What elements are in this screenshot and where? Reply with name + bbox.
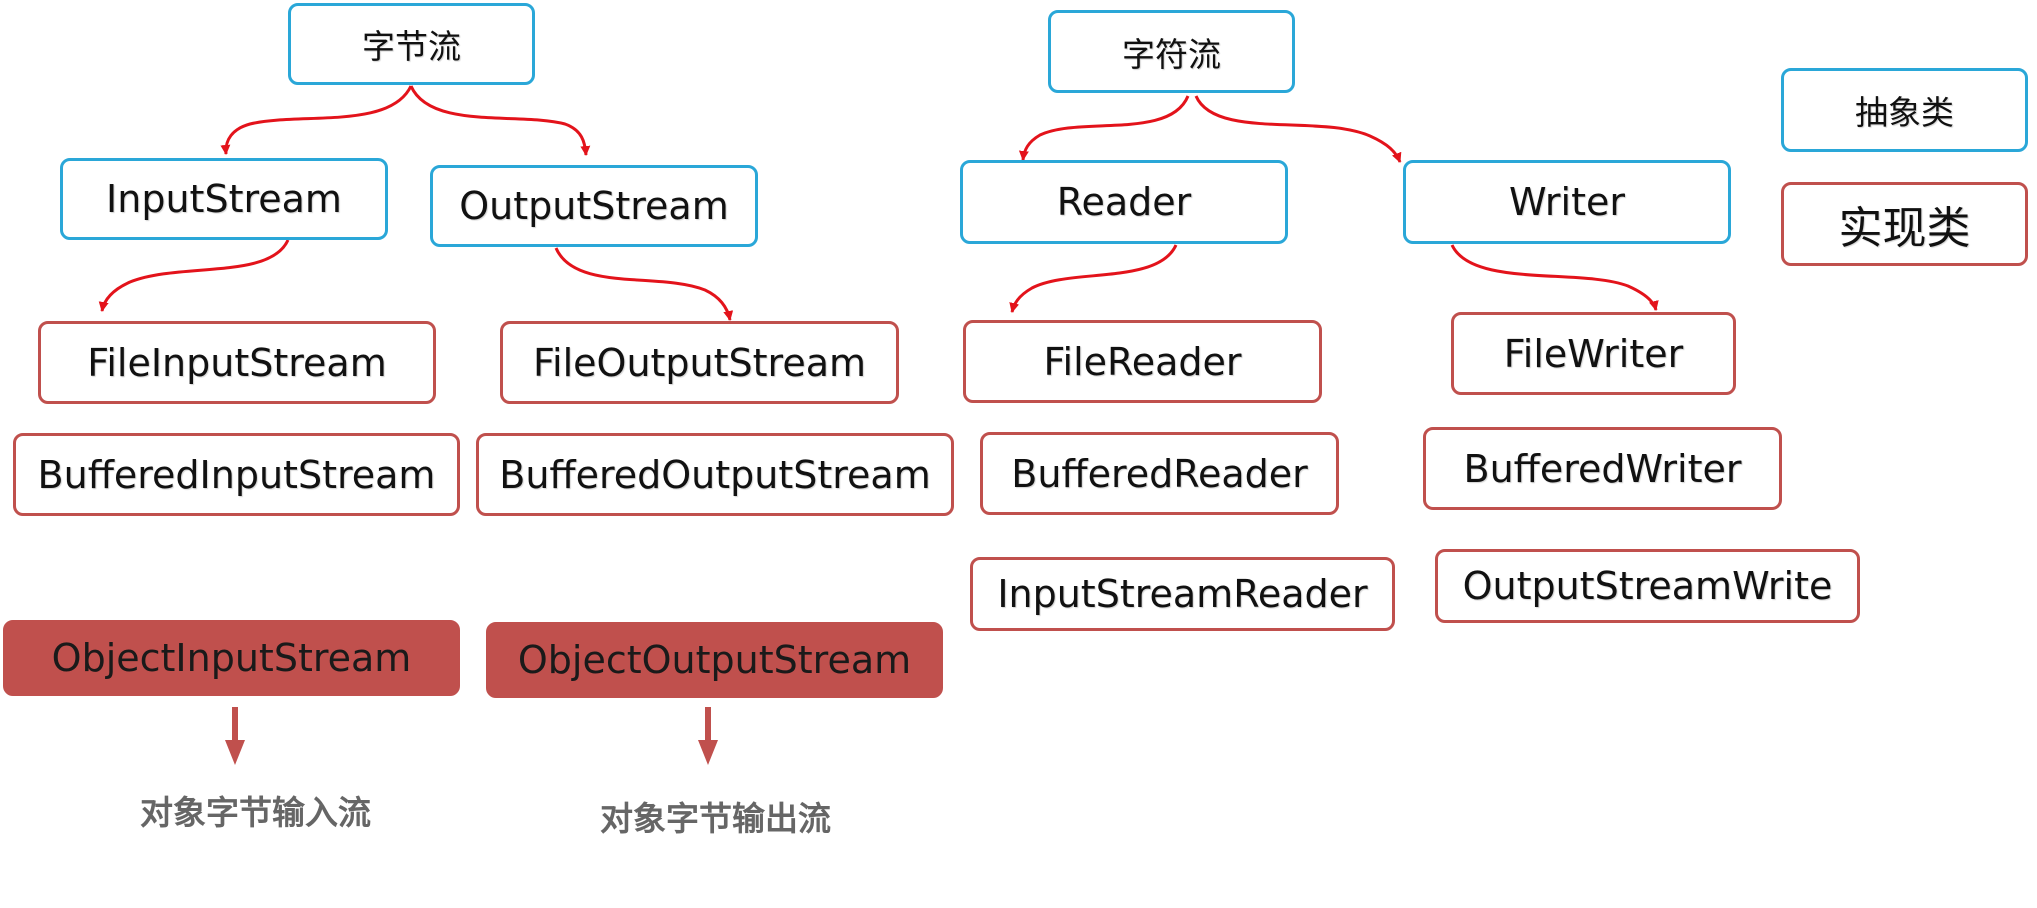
arrow-reader-to-filereader	[1009, 244, 1178, 313]
char-stream-root: 字符流	[1048, 10, 1295, 93]
objectinputstream-node: ObjectInputStream	[3, 620, 460, 696]
down-arrowhead-object-input	[225, 740, 245, 765]
bufferedinputstream-node: BufferedInputStream	[13, 433, 460, 516]
arrow-outputstream-to-fileoutput	[554, 247, 734, 321]
bufferedoutputstream-node: BufferedOutputStream	[476, 433, 954, 516]
legend-concrete-class: 实现类	[1781, 182, 2028, 266]
bufferedreader-node: BufferedReader	[980, 432, 1339, 515]
arrow-byte-to-inputstream	[220, 85, 413, 155]
outputstream-node: OutputStream	[430, 165, 758, 247]
objectoutputstream-node: ObjectOutputStream	[486, 622, 943, 698]
filereader-node: FileReader	[963, 320, 1322, 403]
inputstream-node: InputStream	[60, 158, 388, 240]
arrow-byte-to-outputstream	[409, 85, 591, 156]
outputstreamwrite-node: OutputStreamWrite	[1435, 549, 1860, 623]
writer-node: Writer	[1403, 160, 1731, 244]
legend-abstract-class: 抽象类	[1781, 68, 2028, 152]
inputstreamreader-node: InputStreamReader	[970, 557, 1395, 631]
object-input-caption: 对象字节输入流	[140, 793, 371, 832]
byte-stream-root: 字节流	[288, 3, 535, 85]
arrow-charroot-to-writer	[1194, 95, 1402, 163]
fileoutputstream-node: FileOutputStream	[500, 321, 899, 404]
object-output-caption: 对象字节输出流	[600, 799, 831, 838]
bufferedwriter-node: BufferedWriter	[1423, 427, 1782, 510]
fileinputstream-node: FileInputStream	[38, 321, 436, 404]
arrow-charroot-to-reader	[1018, 95, 1190, 161]
filewriter-node: FileWriter	[1451, 312, 1736, 395]
reader-node: Reader	[960, 160, 1288, 244]
arrow-inputstream-to-fileinput	[98, 239, 290, 312]
down-arrowhead-object-output	[698, 740, 718, 765]
arrow-writer-to-filewriter	[1450, 244, 1659, 311]
